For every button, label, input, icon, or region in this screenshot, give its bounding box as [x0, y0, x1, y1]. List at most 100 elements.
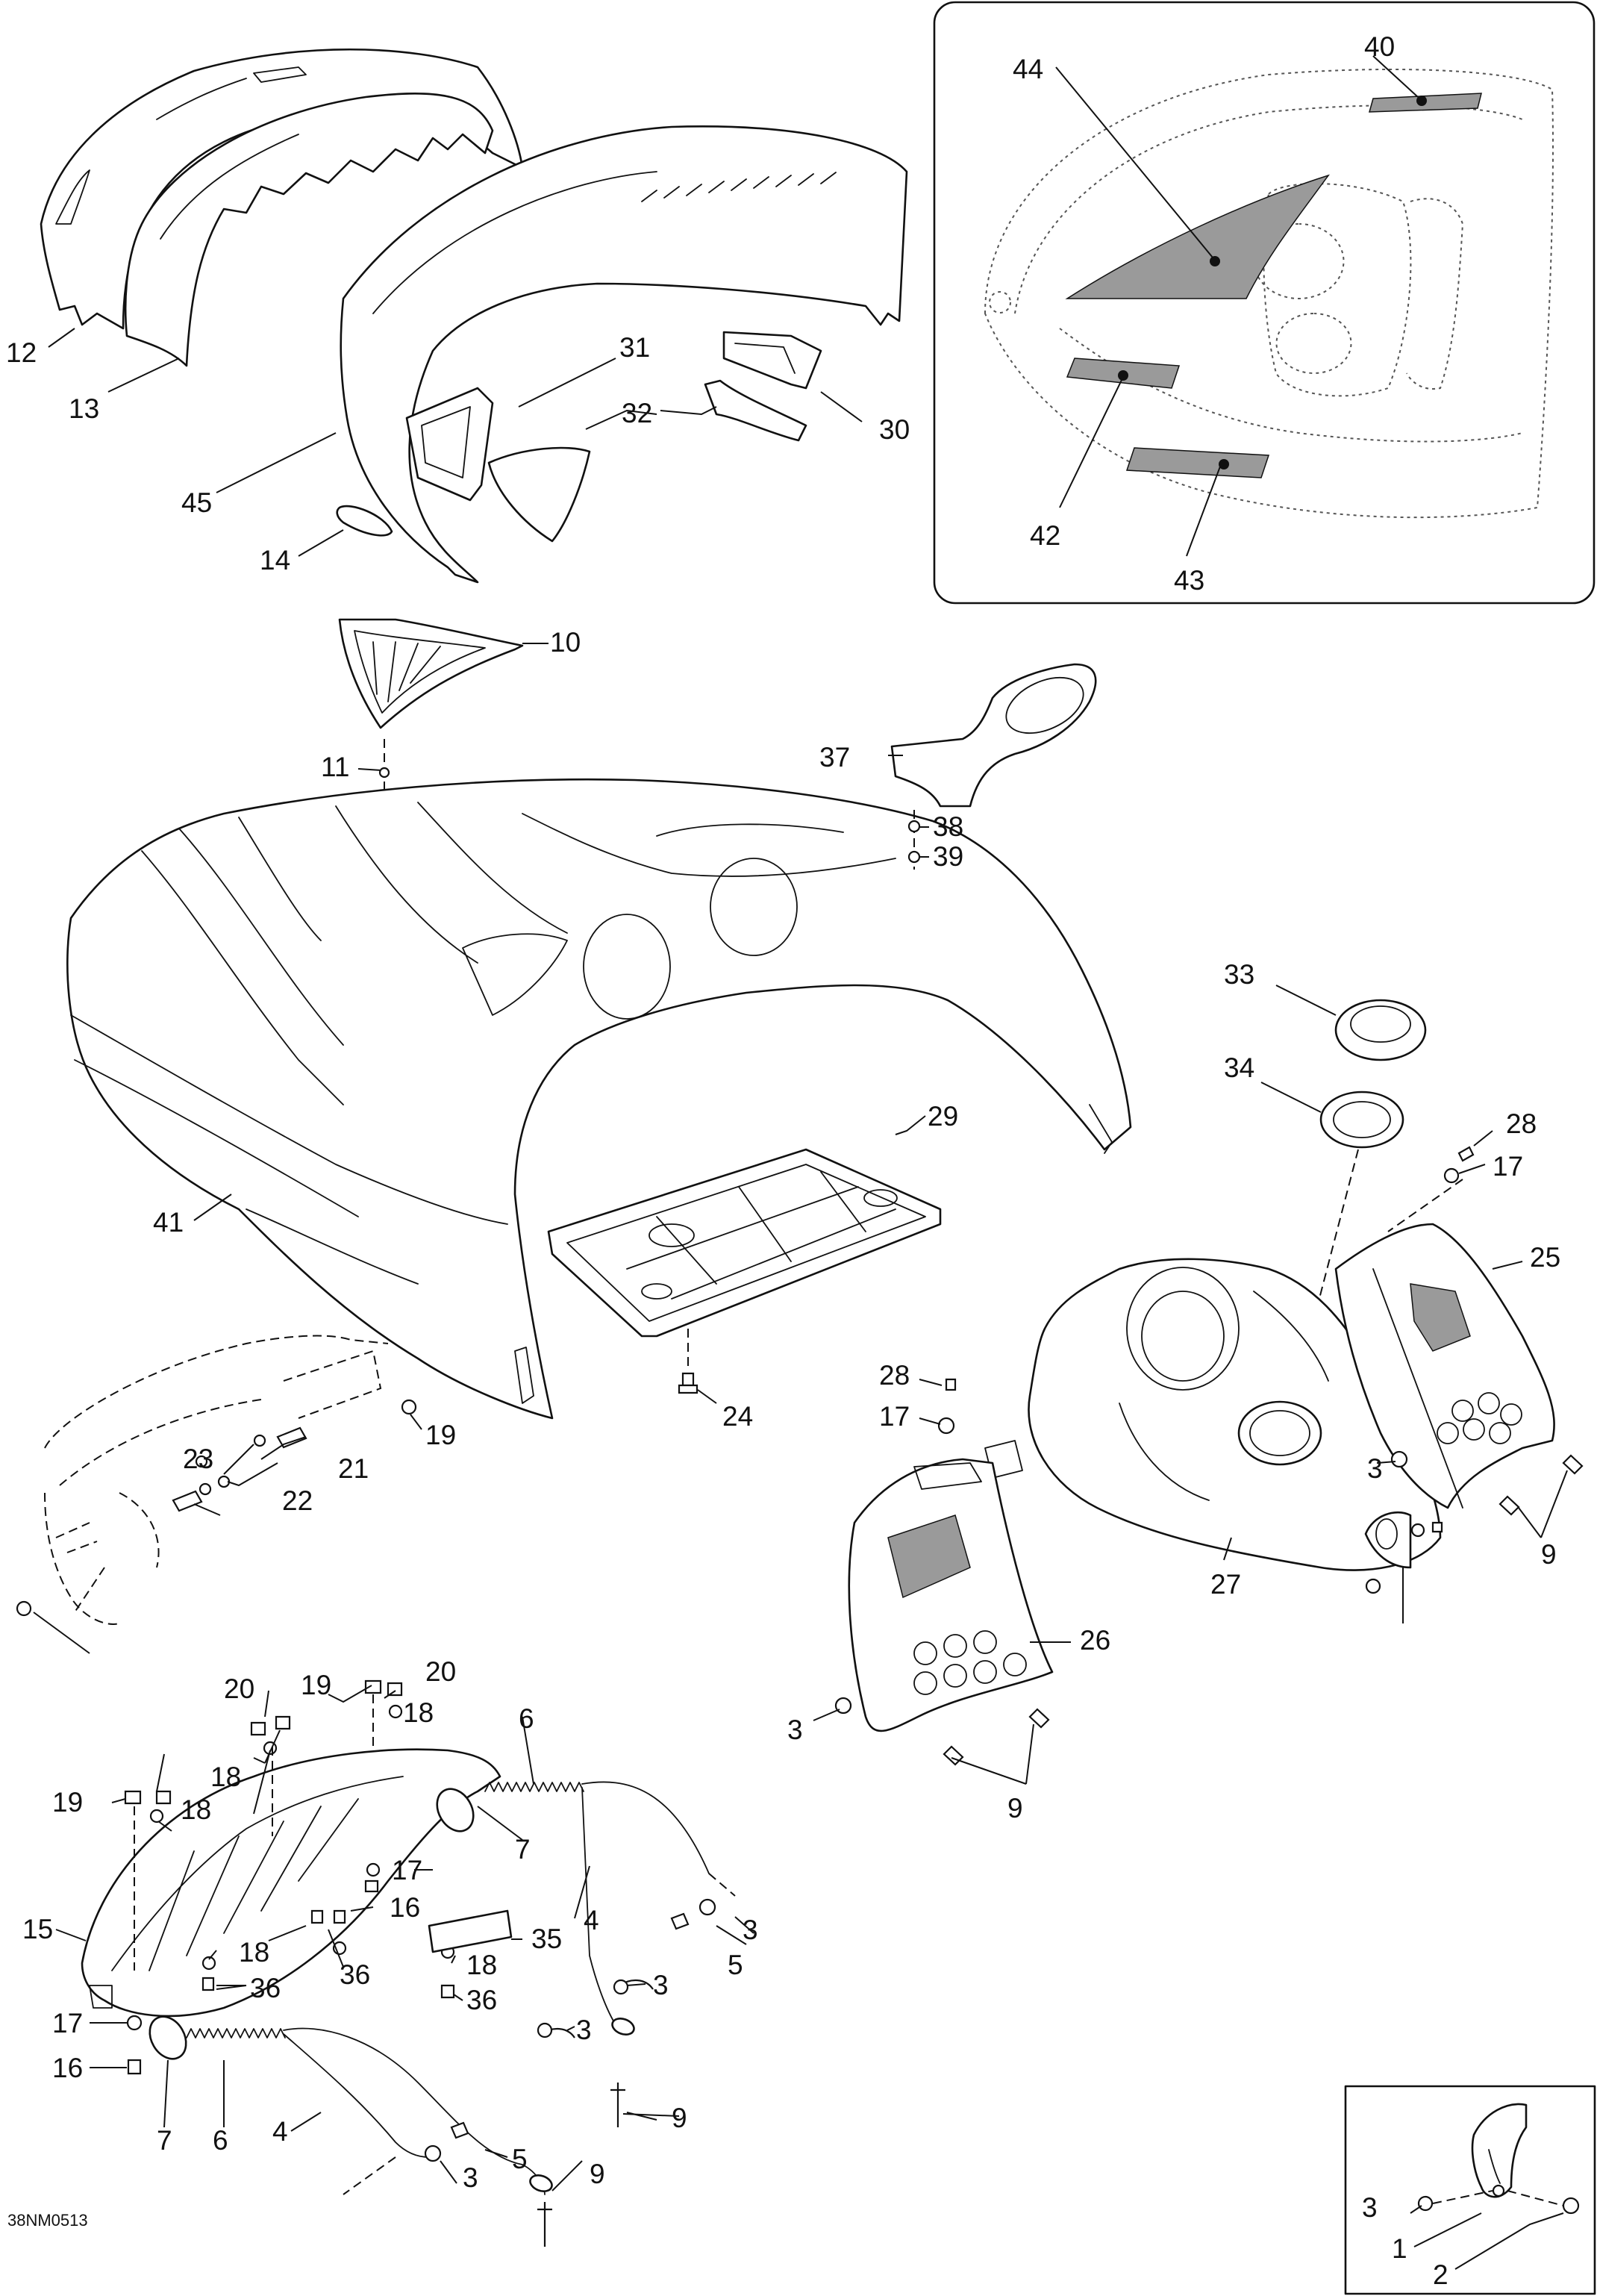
callout-3e: 3: [576, 2015, 592, 2045]
part-29-tray: [547, 1148, 942, 1338]
callout-20a: 20: [224, 1673, 254, 1704]
part-6-spring-lower: [149, 2015, 286, 2060]
callout-6: 6: [519, 1703, 534, 1734]
drawing-code: 38NM0513: [7, 2211, 88, 2230]
inset-box: [933, 1, 1596, 605]
callout-17d: 17: [52, 2008, 83, 2038]
callout-23: 23: [183, 1444, 213, 1474]
leader-lines: [33, 55, 1568, 2270]
callout-2: 2: [1433, 2259, 1448, 2290]
callout-3d: 3: [653, 1970, 669, 2000]
callout-36b: 36: [250, 1973, 281, 2003]
callout-28: 28: [1506, 1108, 1537, 1139]
callout-17b: 17: [879, 1401, 910, 1432]
callout-5b: 5: [512, 2144, 528, 2174]
callout-41: 41: [153, 1207, 184, 1238]
part-30-clip: [722, 331, 822, 390]
part-15-bumper: [81, 1748, 501, 2018]
callout-42: 42: [1030, 520, 1060, 551]
part-6-spring-upper: [436, 1782, 584, 1832]
callout-30: 30: [879, 414, 910, 445]
callout-16: 16: [390, 1892, 420, 1923]
callout-9c: 9: [672, 2103, 687, 2133]
callout-16b: 16: [52, 2053, 83, 2083]
callout-26: 26: [1080, 1625, 1110, 1656]
callout-18c: 18: [181, 1794, 211, 1825]
callout-22: 22: [282, 1485, 313, 1516]
callout-21: 21: [338, 1453, 369, 1484]
part-21-spacer-b: [172, 1490, 203, 1512]
callout-19: 19: [425, 1420, 456, 1450]
part-26-side-panel: [848, 1458, 1054, 1732]
callout-3c: 3: [743, 1915, 758, 1945]
callout-34: 34: [1224, 1052, 1254, 1083]
part-35-plate: [428, 1909, 513, 1953]
callout-19a: 19: [301, 1670, 331, 1700]
callout-10: 10: [550, 627, 581, 658]
part-21-spacer-a: [276, 1426, 307, 1449]
callout-33: 33: [1224, 959, 1254, 990]
callout-17c: 17: [392, 1855, 422, 1885]
callout-7b: 7: [157, 2125, 172, 2156]
callout-labels: 12 13 45 14 31 32 30 10 11 41 37 38 39 2…: [6, 31, 1560, 2290]
mesh-43: [1125, 447, 1270, 478]
part-10-windshield: [338, 618, 524, 729]
callout-18a: 18: [403, 1697, 434, 1728]
callout-19b: 19: [52, 1787, 83, 1818]
callout-45: 45: [181, 487, 212, 518]
callout-5: 5: [728, 1950, 743, 1980]
callout-4b: 4: [272, 2116, 288, 2147]
part-14-handle: [336, 505, 393, 537]
mesh-44: [1065, 174, 1330, 299]
callout-1: 1: [1392, 2233, 1407, 2264]
callout-4: 4: [584, 1905, 599, 1935]
callout-7: 7: [515, 1834, 531, 1865]
part-41-body: [66, 778, 1132, 1420]
callout-24: 24: [722, 1401, 753, 1432]
callout-35: 35: [531, 1924, 562, 1954]
callout-36c: 36: [466, 1985, 497, 2015]
hardware-28-17: [834, 1146, 1584, 1766]
callout-43: 43: [1174, 565, 1204, 596]
part-33-ring: [1334, 999, 1427, 1061]
callout-3b: 3: [787, 1715, 803, 1745]
callout-31: 31: [619, 332, 650, 363]
callout-9: 9: [1541, 1539, 1557, 1570]
callout-20b: 20: [425, 1656, 456, 1687]
callout-3f: 3: [463, 2162, 478, 2193]
lower-hardware: [424, 1898, 716, 2247]
callout-18e: 18: [466, 1950, 497, 1980]
part-4-cable-lower: [283, 2027, 553, 2195]
part-24-screw: [678, 1372, 699, 1394]
callout-3: 3: [1367, 1453, 1383, 1484]
part-4-cable-upper: [581, 1781, 736, 2036]
bumper-phantom: [44, 1335, 389, 1625]
callout-18d: 18: [239, 1937, 269, 1968]
callout-9d: 9: [590, 2159, 605, 2189]
callout-39: 39: [933, 841, 963, 872]
callout-15: 15: [22, 1914, 53, 1944]
part-32-pad: [487, 446, 591, 543]
part-13-cover-panel: [124, 93, 494, 367]
callout-17: 17: [1493, 1151, 1523, 1182]
part-31-bracket: [405, 387, 494, 502]
callout-3g: 3: [1362, 2192, 1378, 2223]
callout-44: 44: [1013, 54, 1043, 84]
callout-14: 14: [260, 545, 290, 575]
callout-6b: 6: [213, 2125, 228, 2156]
callout-13: 13: [69, 393, 99, 424]
callout-38: 38: [933, 811, 963, 842]
part-34-seal: [1319, 1091, 1404, 1149]
part-45-liner: [340, 125, 908, 584]
bumper-hardware: [124, 1679, 455, 2075]
part-27-console: [984, 1258, 1442, 1571]
callout-9b: 9: [1007, 1793, 1023, 1824]
callout-12: 12: [6, 337, 37, 368]
callout-32: 32: [622, 398, 652, 428]
callout-27: 27: [1210, 1569, 1241, 1600]
callout-28b: 28: [879, 1360, 910, 1391]
callout-37: 37: [819, 742, 850, 773]
part-30-strip: [704, 379, 807, 442]
callout-18b: 18: [210, 1762, 241, 1792]
